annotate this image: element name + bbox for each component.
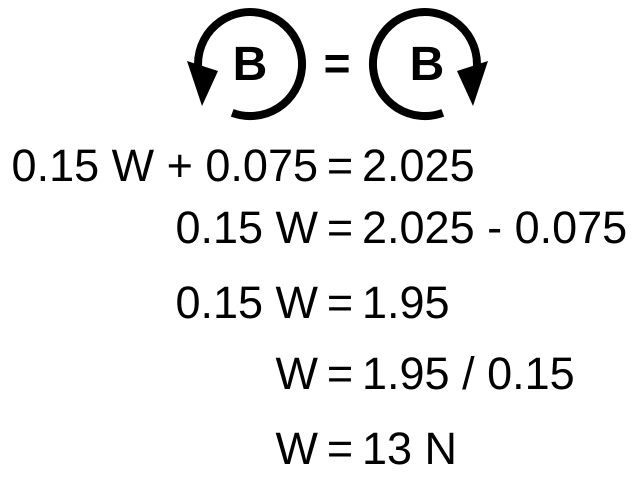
equation-rhs: 13 N	[362, 423, 458, 474]
ccw-torque-symbol: B	[187, 8, 307, 121]
equation-step-2: 0.15 W = 2.025 - 0.075	[10, 202, 630, 254]
equation-step-4: W = 1.95 / 0.15	[10, 348, 630, 400]
equation-lhs: W	[275, 423, 318, 474]
counterclockwise-arrowhead-icon	[187, 61, 218, 106]
equals-sign: =	[326, 140, 354, 191]
equation-step-3: 0.15 W = 1.95	[10, 277, 630, 329]
cw-torque-symbol: B	[368, 8, 488, 121]
torque-diagram: B = B	[187, 8, 488, 121]
diagram-equals-sign: =	[324, 37, 351, 89]
equals-sign: =	[326, 423, 354, 474]
equation-step-5: W = 13 N	[10, 423, 630, 475]
equation-step-1: 0.15 W + 0.075 = 2.025	[10, 140, 630, 192]
cw-torque-label: B	[410, 38, 445, 91]
equation-rhs: 2.025	[362, 140, 475, 191]
equation-lhs: 0.15 W + 0.075	[11, 140, 318, 191]
clockwise-rotation-arrow-icon	[368, 8, 481, 121]
equation-lhs: W	[275, 348, 318, 399]
equation-lhs: 0.15 W	[175, 277, 318, 328]
clockwise-arrowhead-icon	[457, 61, 488, 106]
equation-lhs: 0.15 W	[175, 202, 318, 253]
equals-sign: =	[326, 348, 354, 399]
equals-sign: =	[326, 202, 354, 253]
equation-rhs: 1.95	[362, 277, 450, 328]
equation-rhs: 2.025 - 0.075	[362, 202, 628, 253]
counterclockwise-rotation-arrow-icon	[194, 8, 307, 121]
ccw-torque-label: B	[233, 38, 268, 91]
equation-rhs: 1.95 / 0.15	[362, 348, 575, 399]
equals-sign: =	[326, 277, 354, 328]
